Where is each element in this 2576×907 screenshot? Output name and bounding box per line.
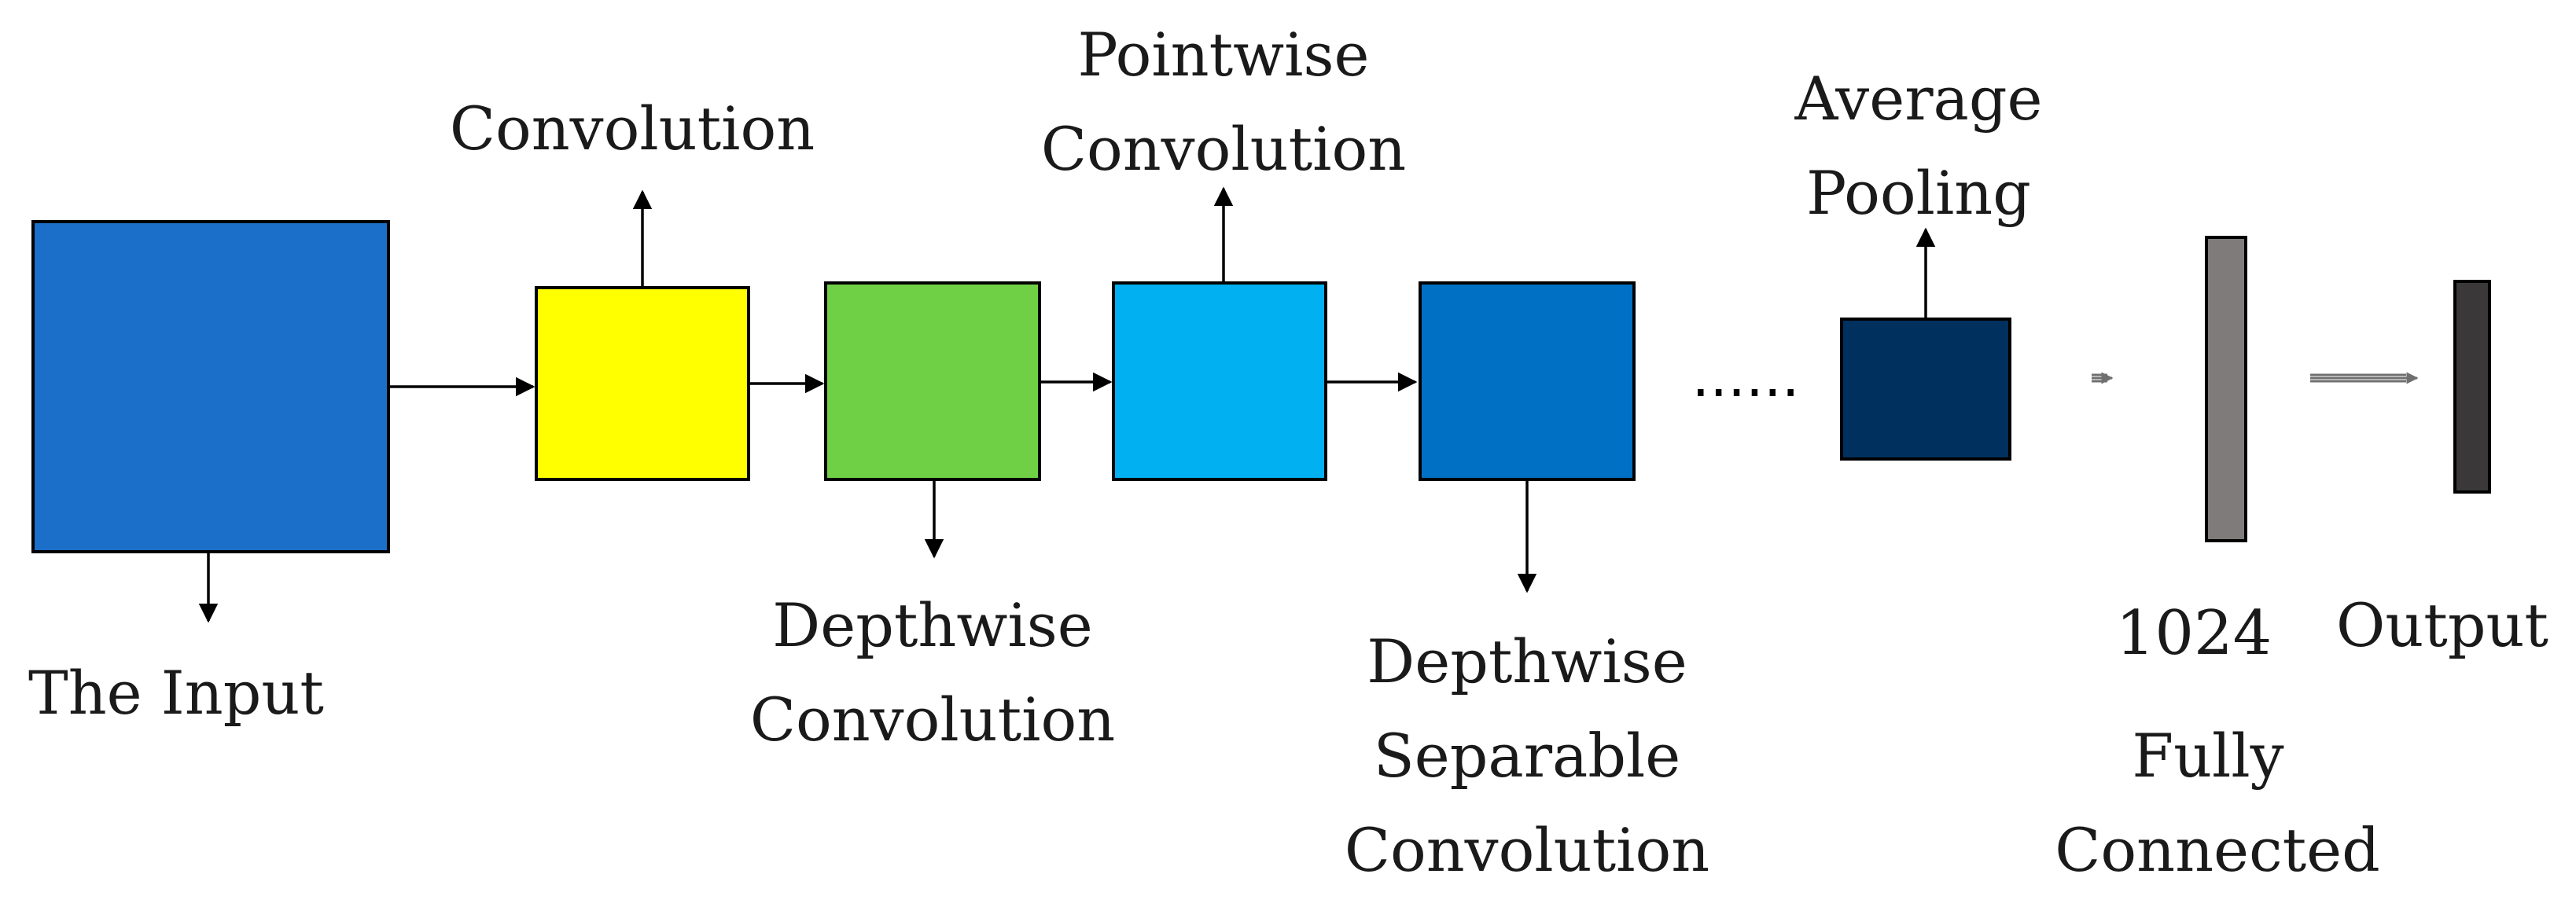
convolution-block xyxy=(535,286,750,481)
separable-label-line1: Depthwise xyxy=(1367,626,1687,696)
fully-connected-label-line2: Connected xyxy=(2055,815,2380,885)
output-bar xyxy=(2453,280,2491,494)
convolution-label: Convolution xyxy=(450,94,815,163)
pointwise-label-line1: Pointwise xyxy=(1078,20,1370,90)
pooling-block xyxy=(1840,318,2011,461)
pooling-label-line1: Average xyxy=(1794,64,2043,134)
fully-connected-label-line1: Fully xyxy=(2132,721,2283,791)
separable-label-line3: Convolution xyxy=(1345,815,1709,885)
separable-label-line2: Separable xyxy=(1374,721,1681,791)
depthwise-label-line2: Convolution xyxy=(750,685,1115,755)
separable-block xyxy=(1419,281,1636,481)
ellipsis: ...... xyxy=(1691,343,1799,409)
fc-size-label: 1024 xyxy=(2116,598,2272,669)
depthwise-block xyxy=(824,281,1041,481)
pointwise-label-line2: Convolution xyxy=(1041,114,1406,184)
pointwise-block xyxy=(1112,281,1327,481)
depthwise-label-line1: Depthwise xyxy=(772,590,1092,660)
pooling-label-line2: Pooling xyxy=(1806,158,2031,228)
input-label: The Input xyxy=(28,658,324,728)
output-label: Output xyxy=(2336,590,2548,660)
fully-connected-bar xyxy=(2205,236,2247,542)
input-block xyxy=(31,220,390,553)
